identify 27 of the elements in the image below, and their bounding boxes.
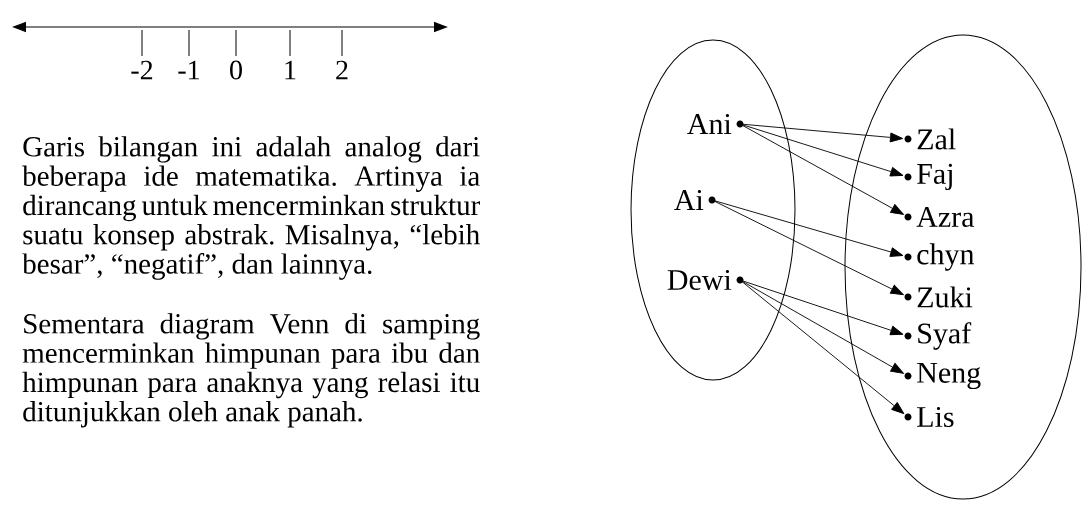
arrow — [711, 199, 904, 257]
arrow — [711, 199, 904, 296]
tick-label: -2 — [131, 60, 153, 80]
element-label: Ani — [687, 114, 744, 134]
paragraph: Sementara diagram Venn di samping mencerminkan himpunan para ibu dan himpunan para anaknya yang relasi itu ditunjukkan oleh anak panah. — [22, 313, 480, 428]
arrow — [739, 123, 904, 143]
element-label: Lis — [904, 406, 954, 428]
set-ellipse — [844, 34, 1082, 500]
element-label: chyn — [904, 243, 975, 271]
element-label: Syaf — [904, 322, 972, 350]
element-label: Zal — [904, 128, 956, 150]
element-label: Azra — [904, 206, 975, 228]
paragraph: Garis bilangan ini adalah analog dari beberapa ide matematika. Artinya ia dirancang untuk mencerminkan struktur suatu konsep abstrak. Misalnya, “lebih besar”, “negatif”, dan lainnya. — [22, 136, 480, 280]
tick-label: 0 — [230, 60, 242, 80]
set-ellipse — [630, 39, 796, 381]
arrow — [739, 279, 904, 336]
element-label: Dewi — [667, 269, 744, 291]
element-label: Ai — [674, 190, 716, 210]
tick-label: 2 — [336, 60, 348, 80]
arrow — [739, 123, 904, 215]
element-label: Neng — [904, 362, 981, 390]
element-label: Faj — [904, 163, 952, 191]
element-label: Zuki — [904, 286, 973, 308]
arrow — [739, 123, 904, 177]
tick-label: 1 — [285, 60, 296, 80]
arrow — [739, 279, 905, 415]
tick-label: -1 — [178, 60, 199, 80]
